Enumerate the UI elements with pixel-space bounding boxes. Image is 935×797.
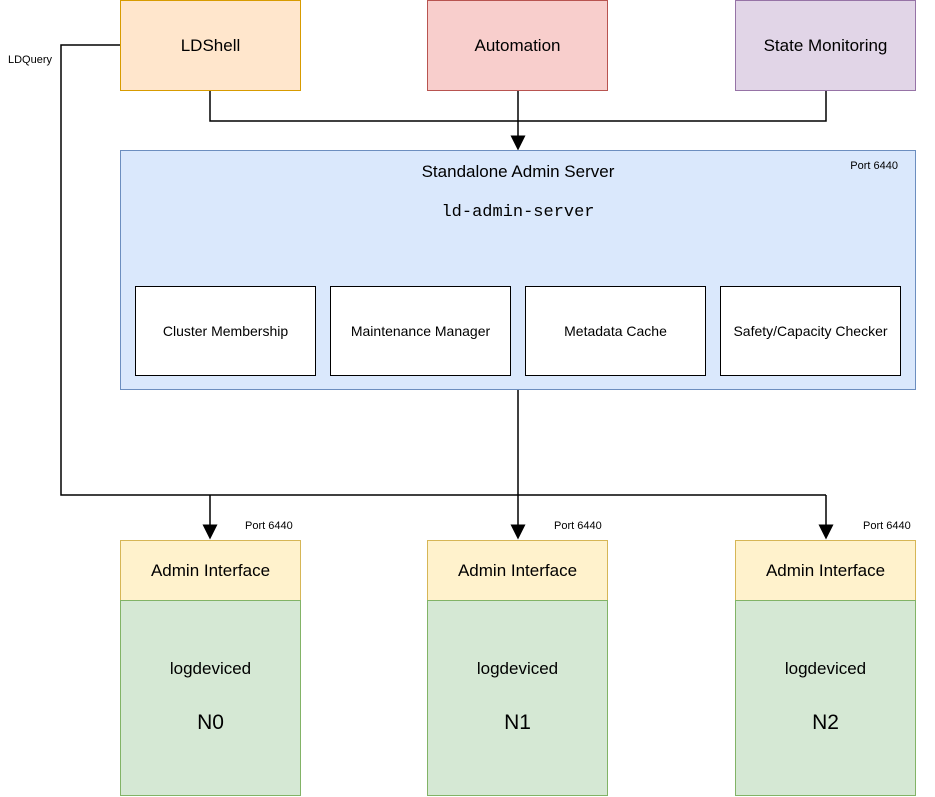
- automation-label: Automation: [474, 35, 561, 55]
- node-0-id: N0: [197, 711, 224, 734]
- edge-ldquery: [60, 44, 826, 496]
- node-1-body: logdeviced N1: [427, 600, 608, 796]
- admin-server-title: Standalone Admin Server: [421, 162, 615, 181]
- node-2-body: logdeviced N2: [735, 600, 916, 796]
- node-1-port: Port 6440: [554, 520, 602, 532]
- node-2-process: logdeviced: [784, 659, 867, 678]
- module-metadata-cache: Metadata Cache: [525, 286, 706, 376]
- node-0-admin-interface: Admin Interface: [120, 540, 301, 601]
- node-1-admin-interface: Admin Interface: [427, 540, 608, 601]
- state-monitoring-label: State Monitoring: [763, 35, 888, 55]
- admin-server-box: Standalone Admin Server ld-admin-server …: [120, 150, 916, 390]
- node-0-body: logdeviced N0: [120, 600, 301, 796]
- node-0-port: Port 6440: [245, 520, 293, 532]
- state-monitoring-box: State Monitoring: [735, 0, 916, 91]
- ldquery-label: LDQuery: [8, 54, 53, 66]
- node-2-id: N2: [812, 711, 839, 734]
- node-1-process: logdeviced: [476, 659, 559, 678]
- node-0: Admin Interface logdeviced N0: [120, 540, 301, 797]
- node-1: Admin Interface logdeviced N1: [427, 540, 608, 797]
- node-2-port: Port 6440: [863, 520, 911, 532]
- node-2: Admin Interface logdeviced N2: [735, 540, 916, 797]
- ldshell-label: LDShell: [180, 35, 241, 55]
- module-cluster-membership: Cluster Membership: [135, 286, 316, 376]
- automation-box: Automation: [427, 0, 608, 91]
- ldshell-box: LDShell: [120, 0, 301, 91]
- admin-server-port: Port 6440: [850, 160, 898, 172]
- module-maintenance-manager: Maintenance Manager: [330, 286, 511, 376]
- node-1-id: N1: [504, 711, 531, 734]
- module-safety-capacity-checker: Safety/Capacity Checker: [720, 286, 901, 376]
- node-0-process: logdeviced: [169, 659, 252, 678]
- node-2-admin-interface: Admin Interface: [735, 540, 916, 601]
- admin-server-binary: ld-admin-server: [441, 203, 595, 222]
